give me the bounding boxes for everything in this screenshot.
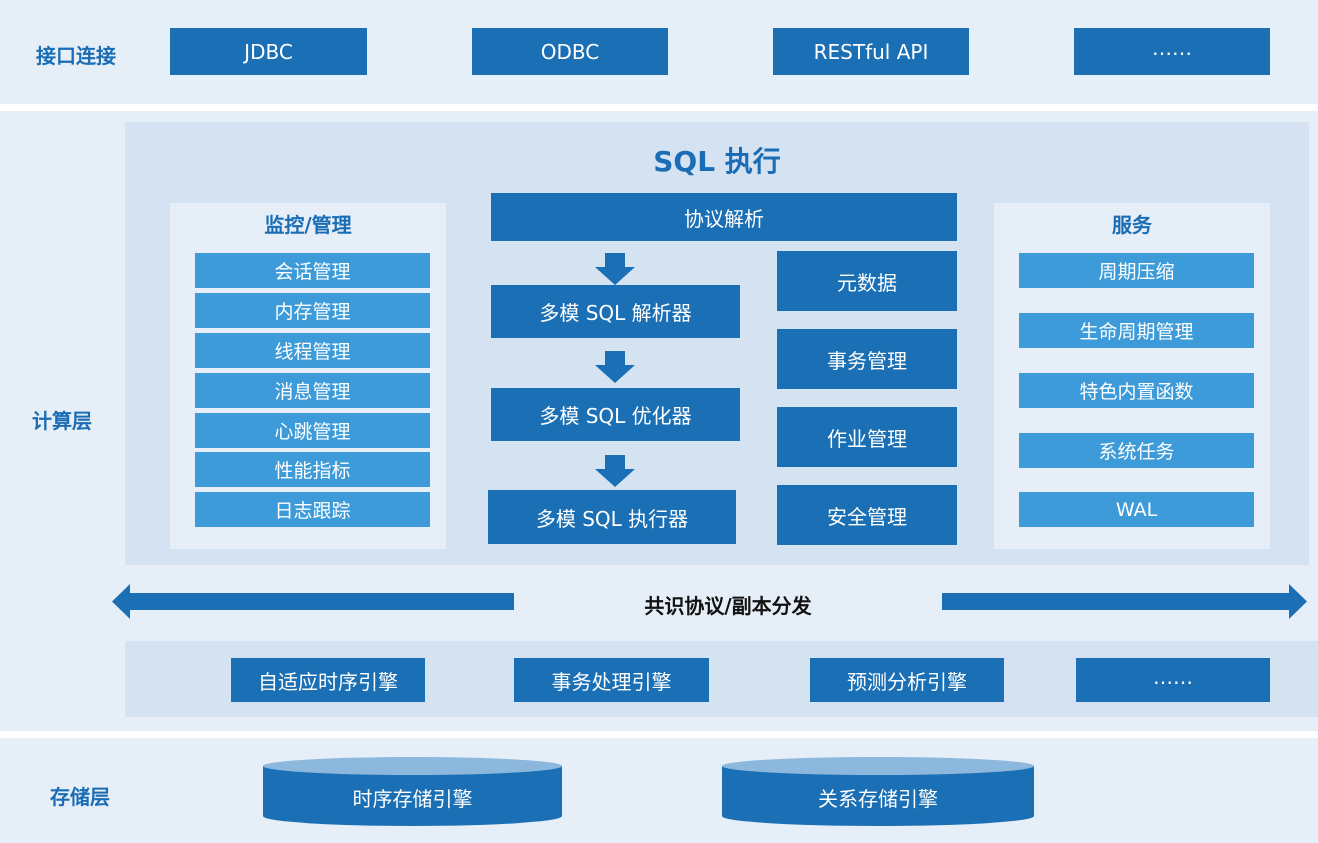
- service-item-system-tasks: 系统任务: [1019, 433, 1254, 468]
- sql-exec-title: SQL 执行: [653, 145, 781, 178]
- interface-item-jdbc: JDBC: [170, 28, 367, 75]
- service-item-lifecycle: 生命周期管理: [1019, 313, 1254, 348]
- protocol-parse-box: 协议解析: [491, 193, 957, 241]
- monitor-panel-title: 监控/管理: [264, 213, 352, 237]
- interface-item-odbc: ODBC: [472, 28, 668, 75]
- engine-predictive-analytics: 预测分析引擎: [810, 658, 1004, 702]
- sql-parser-box: 多模 SQL 解析器: [491, 285, 740, 338]
- metadata-box: 元数据: [777, 251, 957, 311]
- down-arrow-icon: [595, 253, 635, 285]
- interface-item-restful-api: RESTful API: [773, 28, 969, 75]
- sql-executor-box: 多模 SQL 执行器: [488, 490, 736, 544]
- engine-adaptive-timeseries: 自适应时序引擎: [231, 658, 425, 702]
- monitor-item-log-trace: 日志跟踪: [195, 492, 430, 527]
- timeseries-storage-label: 时序存储引擎: [352, 787, 473, 811]
- sql-optimizer-box: 多模 SQL 优化器: [491, 388, 740, 441]
- transaction-mgmt-box: 事务管理: [777, 329, 957, 389]
- monitor-item-session: 会话管理: [195, 253, 430, 288]
- relational-storage-cylinder: [722, 757, 1034, 826]
- interface-item-more: ……: [1074, 28, 1270, 75]
- monitor-item-thread: 线程管理: [195, 333, 430, 368]
- services-panel-title: 服务: [1112, 213, 1152, 237]
- timeseries-storage-cylinder: [263, 757, 562, 826]
- monitor-item-heartbeat: 心跳管理: [195, 413, 430, 448]
- engine-more: ……: [1076, 658, 1270, 702]
- storage-layer-band: [0, 738, 1318, 843]
- right-arrow-icon: [942, 584, 1307, 619]
- down-arrow-icon: [595, 455, 635, 487]
- relational-storage-label: 关系存储引擎: [818, 787, 938, 811]
- monitor-item-metrics: 性能指标: [195, 452, 430, 487]
- service-item-compaction: 周期压缩: [1019, 253, 1254, 288]
- service-item-builtin-functions: 特色内置函数: [1019, 373, 1254, 408]
- storage-layer-label: 存储层: [50, 785, 110, 809]
- security-mgmt-box: 安全管理: [777, 485, 957, 545]
- interface-layer-label: 接口连接: [36, 44, 116, 68]
- engine-transaction: 事务处理引擎: [514, 658, 709, 702]
- service-item-wal: WAL: [1019, 492, 1254, 527]
- consensus-label: 共识协议/副本分发: [644, 594, 812, 618]
- monitor-item-memory: 内存管理: [195, 293, 430, 328]
- left-arrow-icon: [112, 584, 514, 619]
- compute-layer-label: 计算层: [32, 409, 92, 433]
- monitor-item-message: 消息管理: [195, 373, 430, 408]
- job-mgmt-box: 作业管理: [777, 407, 957, 467]
- down-arrow-icon: [595, 351, 635, 383]
